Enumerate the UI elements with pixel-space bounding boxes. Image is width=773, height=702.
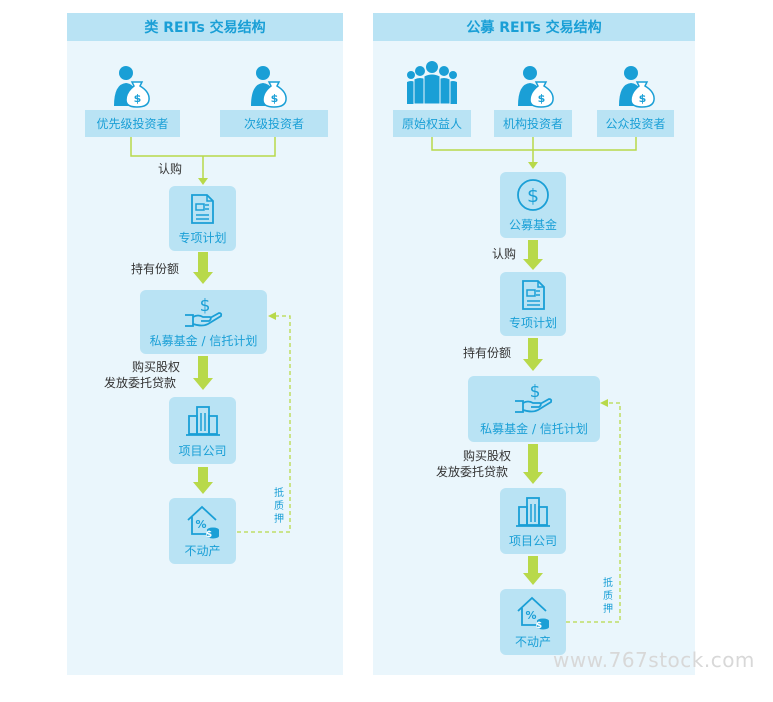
watermark: www.767stock.com [553, 648, 755, 672]
left-project-company-box: 项目公司 [169, 397, 236, 464]
right-project-company-label: 项目公司 [508, 534, 557, 548]
right-investor-connector [431, 137, 637, 151]
original-owner-box: 原始权益人 [393, 110, 471, 137]
document-icon [522, 280, 545, 310]
house-percent-icon: % $ [517, 596, 549, 631]
right-project-company-box: 项目公司 [500, 488, 566, 554]
right-pledge-label: 抵 质 押 [603, 578, 613, 615]
svg-text:$: $ [538, 92, 546, 105]
left-hold-label: 持有份额 [131, 262, 180, 276]
left-special-plan-box: 专项计划 [169, 186, 236, 251]
junior-investor-box: 次级投资者 [220, 110, 328, 137]
right-flow-arrows [523, 240, 543, 585]
left-buy-label-2: 发放委托贷款 [104, 376, 177, 390]
right-public-fund-label: 公募基金 [508, 218, 557, 232]
right-to-fund-arrowhead [528, 162, 538, 169]
left-pledge-label: 抵 质 押 [274, 488, 284, 525]
svg-text:$: $ [530, 382, 541, 402]
right-buy-label-1: 购买股权 [463, 449, 512, 463]
right-subscribe-label: 认购 [492, 247, 517, 261]
right-public-fund-box: $ 公募基金 [500, 172, 566, 238]
right-private-fund-label: 私募基金 / 信托计划 [480, 422, 588, 436]
right-private-fund-box: $ 私募基金 / 信托计划 [468, 376, 600, 442]
buildings-icon [186, 406, 220, 436]
right-real-estate-label: 不动产 [514, 635, 551, 649]
right-pledge-line [566, 402, 621, 623]
left-special-plan-label: 专项计划 [178, 231, 227, 245]
investor-moneybag-icon: $ [114, 66, 150, 108]
svg-text:$: $ [536, 621, 542, 631]
senior-investor-box: 优先级投资者 [85, 110, 180, 137]
left-panel-title: 类 REITs 交易结构 [67, 13, 343, 41]
hand-dollar-icon: $ [185, 296, 223, 327]
svg-text:$: $ [527, 185, 539, 207]
svg-text:$: $ [200, 296, 211, 316]
svg-text:%: % [195, 518, 206, 531]
left-investor-connector [130, 137, 276, 157]
investor-moneybag-icon: $ [619, 66, 655, 108]
left-private-fund-label: 私募基金 / 信托计划 [149, 334, 258, 348]
svg-text:$: $ [271, 92, 279, 105]
investor-moneybag-icon: $ [251, 66, 287, 108]
right-special-plan-label: 专项计划 [508, 316, 557, 330]
left-private-fund-box: $ 私募基金 / 信托计划 [140, 290, 267, 354]
right-pledge-arrowhead [600, 399, 608, 407]
left-buy-label-1: 购买股权 [132, 360, 181, 374]
house-percent-icon: % $ [187, 505, 219, 540]
left-project-company-label: 项目公司 [178, 444, 227, 458]
svg-text:%: % [525, 609, 536, 622]
institutional-investor-box: 机构投资者 [494, 110, 572, 137]
left-pledge-line [237, 315, 291, 533]
left-subscribe-label: 认购 [158, 162, 183, 176]
hand-dollar-icon: $ [515, 382, 553, 413]
left-pledge-arrowhead [268, 312, 276, 320]
document-icon [191, 194, 214, 224]
left-real-estate-box: % $ 不动产 [169, 498, 236, 564]
right-special-plan-box: 专项计划 [500, 272, 566, 336]
investor-moneybag-icon: $ [518, 66, 554, 108]
svg-text:$: $ [134, 92, 142, 105]
svg-text:$: $ [206, 530, 212, 540]
right-buy-label-2: 发放委托贷款 [436, 465, 509, 479]
left-real-estate-label: 不动产 [184, 544, 221, 558]
crowd-icon [407, 61, 457, 105]
right-hold-label: 持有份额 [463, 346, 512, 360]
dollar-coin-icon: $ [517, 179, 549, 211]
left-subscribe-arrowhead [198, 178, 208, 185]
right-real-estate-box: % $ 不动产 [500, 589, 566, 655]
svg-text:$: $ [639, 92, 647, 105]
public-investor-box: 公众投资者 [597, 110, 674, 137]
left-flow-arrows [193, 252, 213, 494]
right-panel-title: 公募 REITs 交易结构 [373, 13, 695, 41]
buildings-icon [516, 497, 550, 527]
